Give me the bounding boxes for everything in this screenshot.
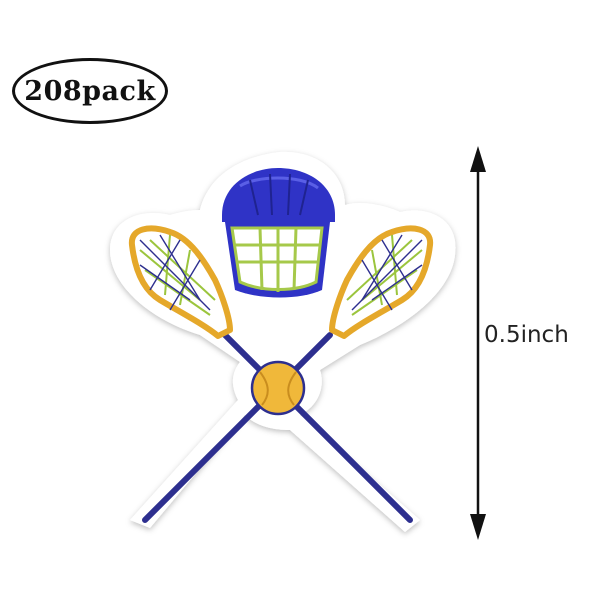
dimension-arrow bbox=[470, 146, 486, 540]
dimension-label: 0.5inch bbox=[484, 322, 569, 348]
lacrosse-helmet-icon bbox=[222, 168, 335, 298]
pack-count-label: 208pack bbox=[24, 75, 156, 107]
pack-count-badge: 208pack bbox=[12, 58, 168, 124]
lacrosse-stick-right-icon bbox=[142, 225, 434, 523]
lacrosse-ball-icon bbox=[250, 360, 306, 416]
lacrosse-stick-left-icon bbox=[128, 225, 413, 523]
